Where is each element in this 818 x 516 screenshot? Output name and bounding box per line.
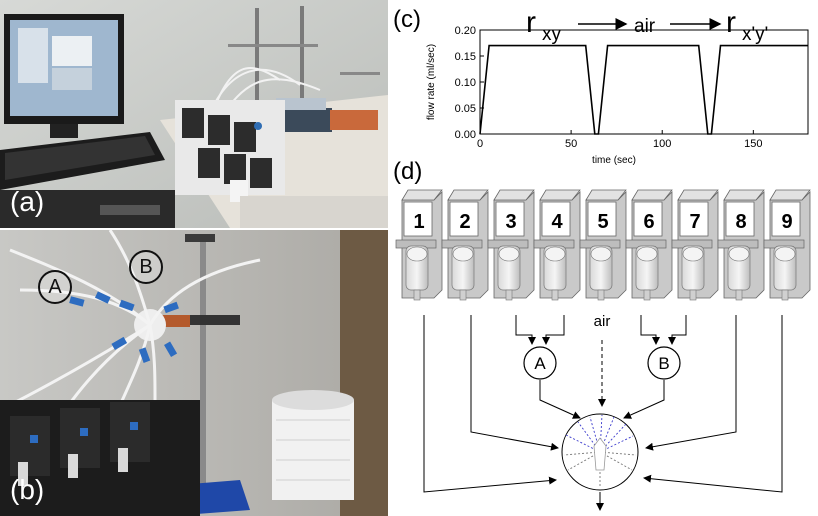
line-syringe-7	[668, 315, 687, 345]
syringe-number: 8	[735, 211, 746, 233]
x-tick-label: 0	[477, 138, 483, 150]
photo-lab-setup	[0, 0, 388, 228]
panel-a-label: (a)	[10, 186, 45, 217]
syringe-number: 4	[551, 211, 563, 233]
x-axis-label: time (sec)	[592, 155, 636, 166]
seq-first-sub: xy	[542, 24, 562, 45]
y-axis-label: flow rate (ml/sec)	[426, 44, 437, 120]
photo-valve-setup-image	[0, 230, 388, 516]
y-tick-label: 0.15	[455, 51, 476, 63]
flow-rate-chart: r xy air r x'y' 0 50 100 150 0.00 0.05 0.10 0.1…	[426, 6, 809, 166]
y-tick-label: 0.20	[455, 25, 476, 37]
air-label: air	[594, 313, 611, 330]
syringe-7: 7	[671, 189, 719, 301]
line-syringe-1	[423, 315, 557, 493]
valve-a-marker: A	[38, 270, 72, 304]
seq-last-main: r	[726, 6, 736, 39]
line-valve-b	[623, 380, 665, 419]
flow-rate-line	[479, 44, 808, 135]
x-tick-label: 150	[744, 138, 762, 150]
syringe-5: 5	[579, 189, 627, 301]
syringe-9: 9	[763, 189, 811, 301]
syringe-number: 1	[413, 211, 424, 233]
syringe-number: 7	[689, 211, 700, 233]
line-syringe-6	[640, 315, 660, 345]
line-valve-a	[539, 380, 581, 419]
syringe-1: 1	[395, 189, 443, 301]
valve-b-marker: B	[129, 250, 163, 284]
syringe-number: 5	[597, 211, 608, 233]
valve-a-label: A	[534, 354, 546, 373]
y-tick-label: 0.10	[455, 77, 476, 89]
syringe-2: 2	[441, 189, 489, 301]
tubing-lines	[423, 315, 783, 511]
panel-c-label: (c)	[393, 6, 421, 33]
plot-series	[479, 44, 808, 135]
valve-b-circle	[647, 346, 681, 380]
photo-valve-setup	[0, 230, 388, 516]
photo-lab-setup-image	[0, 0, 388, 228]
y-tick-label: 0.00	[455, 129, 476, 141]
syringe-3: 3	[487, 189, 535, 301]
x-tick-label: 100	[653, 138, 671, 150]
line-syringe-2	[470, 315, 559, 451]
syringe-number: 9	[781, 211, 792, 233]
seq-first-main: r	[526, 6, 536, 39]
x-tick-label: 50	[565, 138, 577, 150]
line-syringe-9	[643, 315, 783, 493]
mixing-schematic: 1 2 3 4 5 6 7 8 9 air A B	[395, 189, 811, 511]
mixing-chamber	[561, 413, 639, 491]
syringe-number: 6	[643, 211, 654, 233]
y-tick-label: 0.05	[455, 103, 476, 115]
syringe-number: 3	[505, 211, 516, 233]
valve-a-circle	[523, 346, 557, 380]
syringe-4: 4	[533, 189, 581, 301]
line-syringe-3	[515, 315, 536, 345]
plot-ticks: 0 50 100 150 0.00 0.05 0.10 0.15 0.20	[455, 25, 763, 150]
syringe-number: 2	[459, 211, 470, 233]
seq-last-sub: x'y'	[742, 24, 768, 45]
seq-mid: air	[634, 16, 656, 37]
line-syringe-4	[542, 315, 565, 345]
panel-b-label: (b)	[10, 474, 45, 505]
line-syringe-8	[645, 315, 737, 451]
panel-d-label: (d)	[393, 158, 423, 185]
syringe-6: 6	[625, 189, 673, 301]
syringe-row: 1 2 3 4 5 6 7 8 9	[395, 189, 811, 301]
syringe-8: 8	[717, 189, 765, 301]
valve-b-label: B	[658, 354, 669, 373]
